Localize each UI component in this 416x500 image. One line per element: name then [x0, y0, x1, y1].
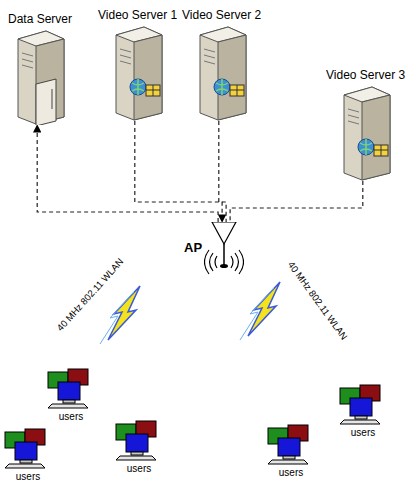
user-group: users	[114, 420, 164, 474]
lightning-bolt	[100, 286, 140, 344]
server-label: Video Server 1	[98, 8, 177, 22]
user-label: users	[279, 467, 303, 478]
ap-antenna	[204, 222, 244, 278]
user-group: users	[46, 368, 96, 422]
user-label: users	[59, 411, 83, 422]
user-label: users	[16, 471, 40, 482]
user-computers-icon	[114, 420, 164, 462]
user-group: users	[3, 428, 53, 482]
link-label: 40 MHz 802.11 WLAN	[55, 255, 126, 332]
server-icon	[338, 85, 394, 181]
server: Video Server 3	[326, 68, 405, 181]
user-group: users	[338, 384, 388, 438]
server-label: Data Server	[8, 12, 72, 26]
server: Data Server	[8, 12, 72, 125]
network-link	[230, 181, 363, 222]
network-link	[135, 121, 222, 222]
server-icon	[12, 29, 68, 125]
link-label: 40 MHz 802.11 WLAN	[286, 259, 350, 341]
server-label: Video Server 3	[326, 68, 405, 82]
server-icon	[194, 25, 250, 121]
user-computers-icon	[338, 384, 388, 426]
server: Video Server 2	[182, 8, 261, 121]
network-link	[219, 121, 226, 222]
user-label: users	[351, 427, 375, 438]
user-group: users	[266, 424, 316, 478]
user-label: users	[127, 463, 151, 474]
access-point: AP	[184, 222, 244, 278]
user-computers-icon	[266, 424, 316, 466]
ap-label: AP	[184, 240, 202, 255]
user-computers-icon	[46, 368, 96, 410]
user-computers-icon	[3, 428, 53, 470]
lightning-bolt	[240, 282, 280, 340]
server-label: Video Server 2	[182, 8, 261, 22]
network-link	[37, 125, 218, 222]
server: Video Server 1	[98, 8, 177, 121]
server-icon	[110, 25, 166, 121]
